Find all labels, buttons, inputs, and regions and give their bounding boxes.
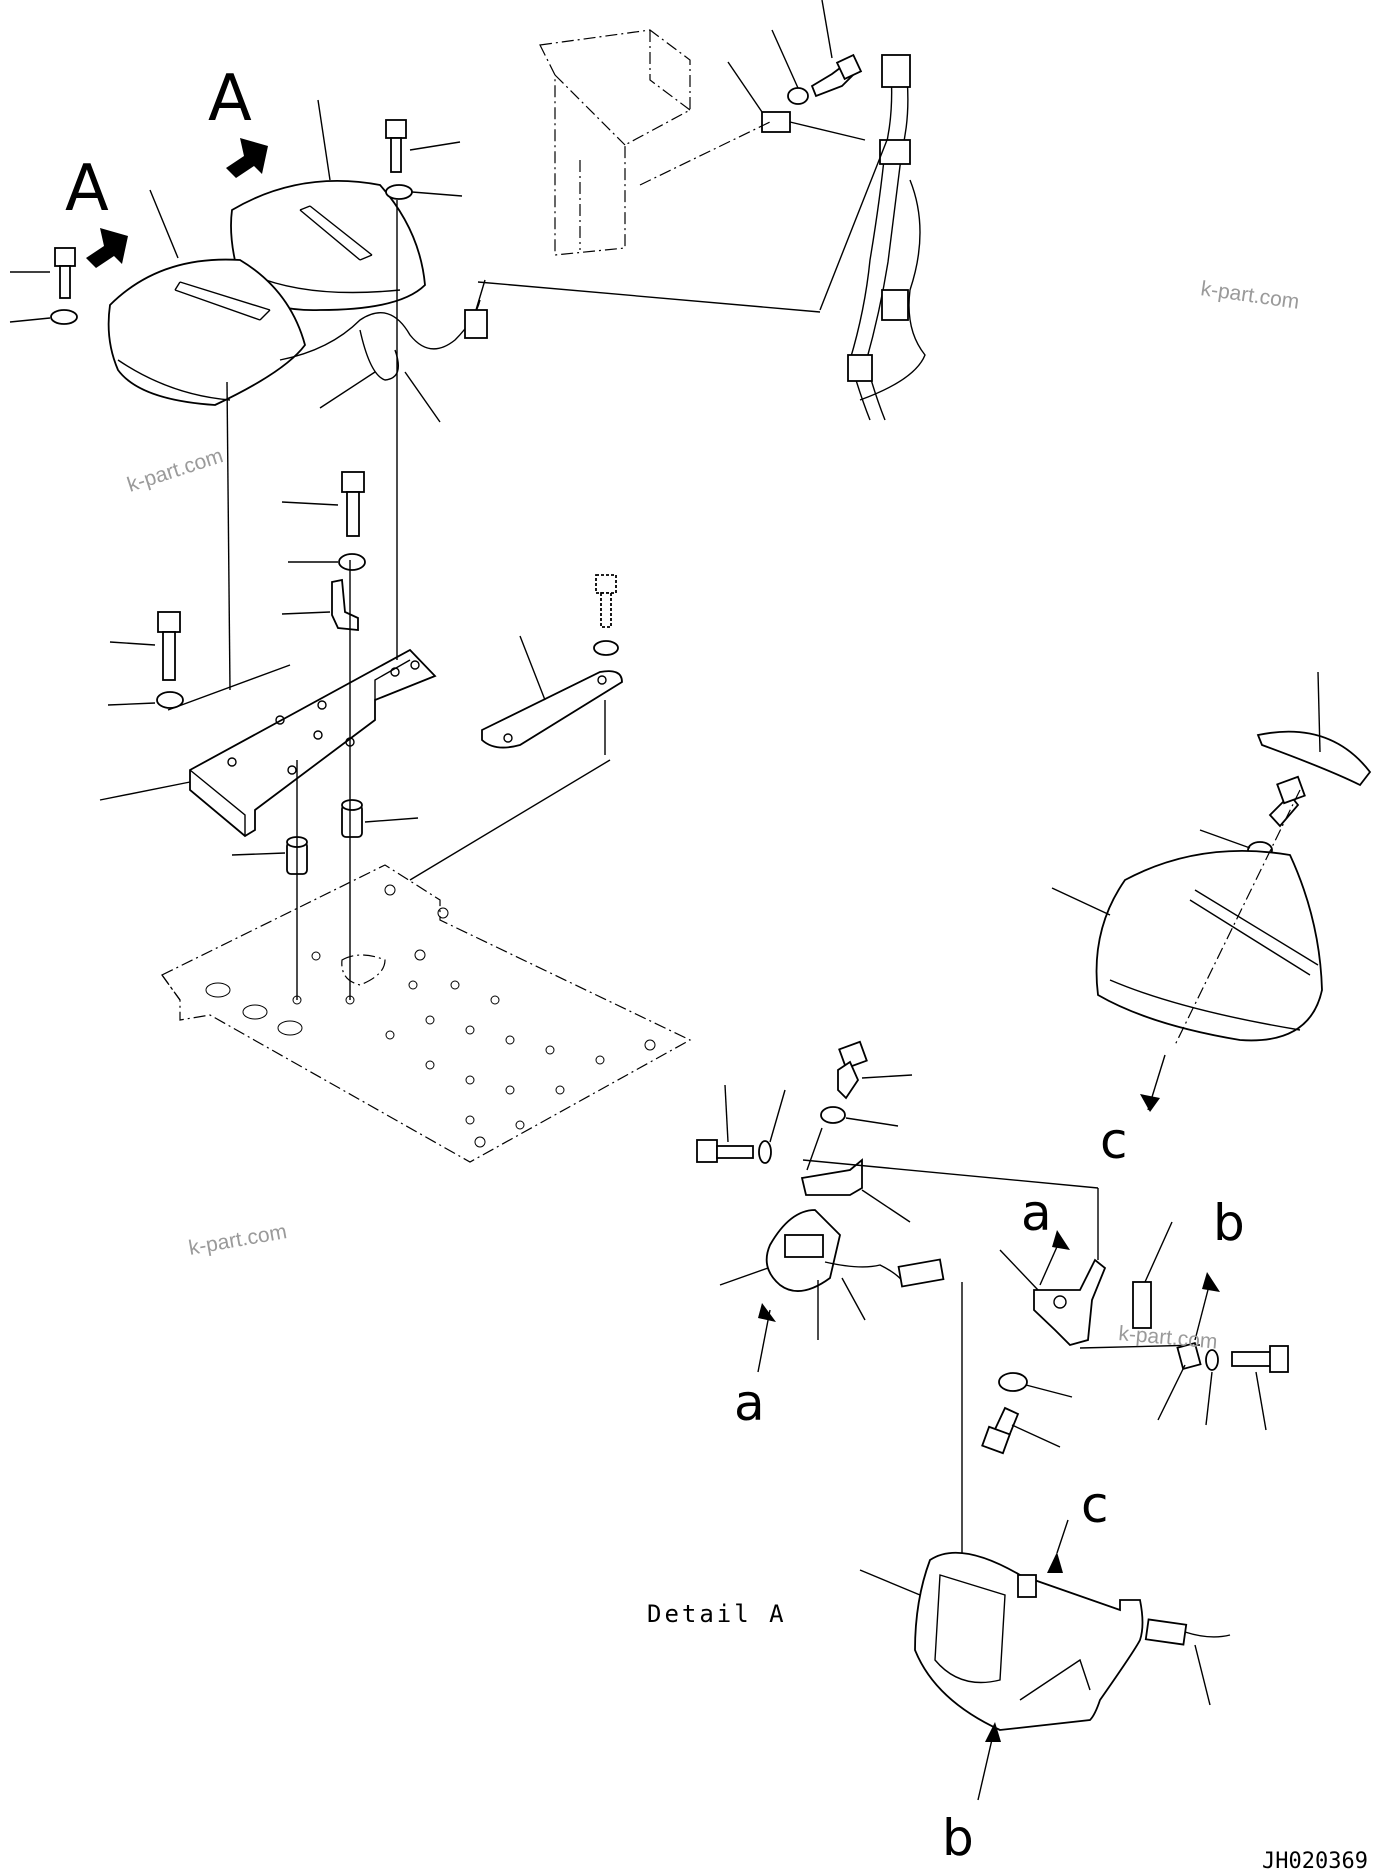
bolt-icon [1231,1345,1289,1373]
washer-icon [1205,1349,1219,1371]
watermark: k-part.com [187,1220,289,1260]
washer-icon [998,1372,1028,1392]
floor-plate [161,864,692,1163]
washer-icon [593,640,619,656]
work-lamp-left [107,258,306,406]
lamp-lens [1256,730,1372,787]
switch-bracket [800,1158,863,1196]
watermark: k-part.com [1118,1322,1219,1354]
cab-frame-pillar [539,29,691,256]
view-arrow-left-icon [86,228,128,268]
detail-label-c-mid: c [1100,1112,1128,1170]
view-label-a-left: A [65,152,109,226]
detail-label-a-bottom: a [734,1374,765,1432]
bolt-icon [157,611,181,681]
washer-icon [156,691,184,709]
detail-title: Detail A [647,1600,787,1628]
small-bracket [331,578,359,631]
washer-icon [50,309,78,325]
clamp-bracket [761,111,791,133]
bolt-icon [981,1406,1020,1455]
lamp-harness [279,279,488,381]
washer-icon [787,87,809,105]
detail-label-a-top: a [1021,1184,1052,1242]
bolt-icon [595,574,617,628]
bolt-icon [810,53,863,98]
washer-icon [338,553,366,571]
bolt-icon [696,1139,754,1163]
bolt-icon [54,247,76,299]
spacer-icon [341,799,363,838]
switch-body [765,1209,841,1292]
lever-assembly [1033,1258,1107,1347]
floor-plate-holes [205,884,656,1148]
drawing-code: JH020369 [1262,1849,1368,1874]
support-strap [481,670,623,749]
view-arrow-right-icon [226,138,268,178]
lamp-connector [1144,1618,1231,1646]
view-label-a-right: A [208,62,252,136]
watermark: k-part.com [124,444,225,497]
lamp-base-housing [914,1551,1144,1731]
washer-icon [758,1140,772,1164]
bolt-icon [837,1040,868,1100]
bolt-icon [341,471,365,537]
detail-label-b-bottom: b [942,1809,974,1867]
clip-icon [1176,1341,1202,1371]
switch-connector [824,1258,945,1288]
washer-icon [820,1106,846,1124]
spacer-block [1132,1281,1152,1329]
detail-label-c-top: c [1081,1476,1109,1534]
watermark: k-part.com [1199,277,1300,314]
wiring-harness [819,54,926,421]
washer-icon [385,184,413,200]
bolt-icon [1268,775,1306,828]
bolt-icon [385,119,407,173]
lamp-housing [1095,850,1323,1042]
lamp-mounting-plate [189,648,437,838]
detail-label-b-top: b [1213,1194,1245,1252]
